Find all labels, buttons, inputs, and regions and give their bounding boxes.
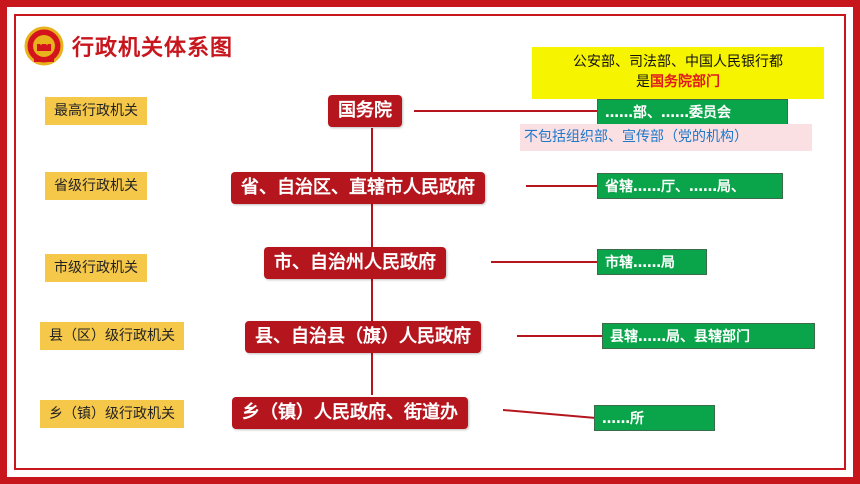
gov-box-city: 市、自治州人民政府 [264, 247, 446, 279]
note-line-1: 公安部、司法部、中国人民银行都 [573, 54, 783, 70]
gov-box-township: 乡（镇）人民政府、街道办 [232, 397, 468, 429]
dept-box-province: 省辖……厅、……局、 [597, 173, 783, 199]
dept-box-county: 县辖……局、县辖部门 [602, 323, 815, 349]
gov-box-province: 省、自治区、直辖市人民政府 [231, 172, 485, 204]
gov-box-state-council: 国务院 [328, 95, 402, 127]
dept-box-city: 市辖……局 [597, 249, 707, 275]
note-exclusion: 不包括组织部、宣传部（党的机构） [520, 124, 812, 151]
note-line-2-prefix: 是 [636, 74, 650, 90]
level-label-province: 省级行政机关 [45, 172, 147, 200]
dept-box-township: ……所 [594, 405, 715, 431]
page-title: 行政机关体系图 [72, 36, 234, 61]
note-line-2-highlight: 国务院部门 [650, 74, 720, 90]
gov-box-county: 县、自治县（旗）人民政府 [245, 321, 481, 353]
level-label-city: 市级行政机关 [45, 254, 147, 282]
note-state-council-departments: 公安部、司法部、中国人民银行都 是国务院部门 [532, 47, 824, 99]
dept-box-ministries: ……部、……委员会 [597, 99, 788, 125]
level-label-county: 县（区）级行政机关 [40, 322, 184, 350]
national-emblem-icon [24, 26, 64, 66]
note-line-2: 是国务院部门 [532, 72, 824, 92]
level-label-township: 乡（镇）级行政机关 [40, 400, 184, 428]
inner-frame [14, 14, 846, 470]
level-label-top: 最高行政机关 [45, 97, 147, 125]
